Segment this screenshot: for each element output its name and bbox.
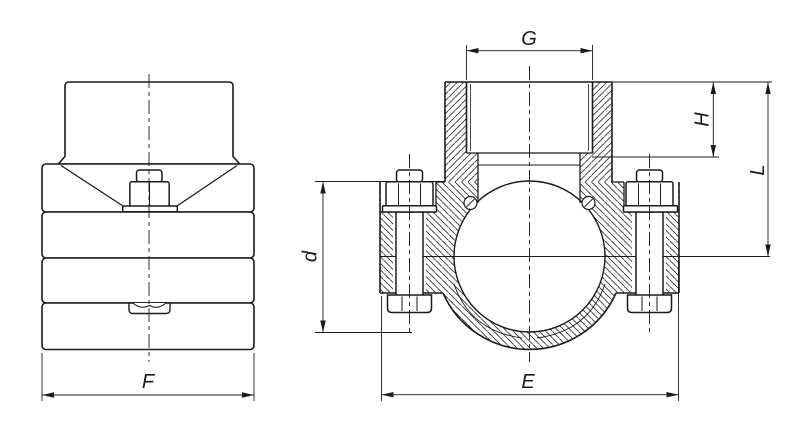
front-branch-outline <box>56 81 242 165</box>
front-funnel-lines <box>60 164 238 207</box>
dimension-label-g: G <box>521 28 537 50</box>
front-top-bolt <box>121 169 179 213</box>
front-view <box>41 74 255 362</box>
dimension-L: L <box>747 82 771 257</box>
dimension-label-h: H <box>692 112 714 127</box>
bolt-washer <box>121 205 179 213</box>
bolt-washer <box>622 205 679 213</box>
dimension-E: E <box>381 260 679 401</box>
oring-details <box>463 195 596 211</box>
dimensions: G H L d <box>41 28 772 401</box>
section-view <box>379 66 770 362</box>
dimension-label-l: L <box>747 164 769 175</box>
front-body-bands <box>41 163 255 351</box>
dimension-label-f: F <box>142 371 156 393</box>
dimension-H: H <box>592 81 772 158</box>
dimension-label-e: E <box>521 371 535 393</box>
front-bottom-nut <box>128 302 171 315</box>
dimension-d: d <box>300 181 445 333</box>
dimension-F: F <box>41 353 255 401</box>
dimension-G: G <box>466 28 593 80</box>
section-centerlines <box>409 66 650 362</box>
dimension-label-d: d <box>300 250 322 262</box>
